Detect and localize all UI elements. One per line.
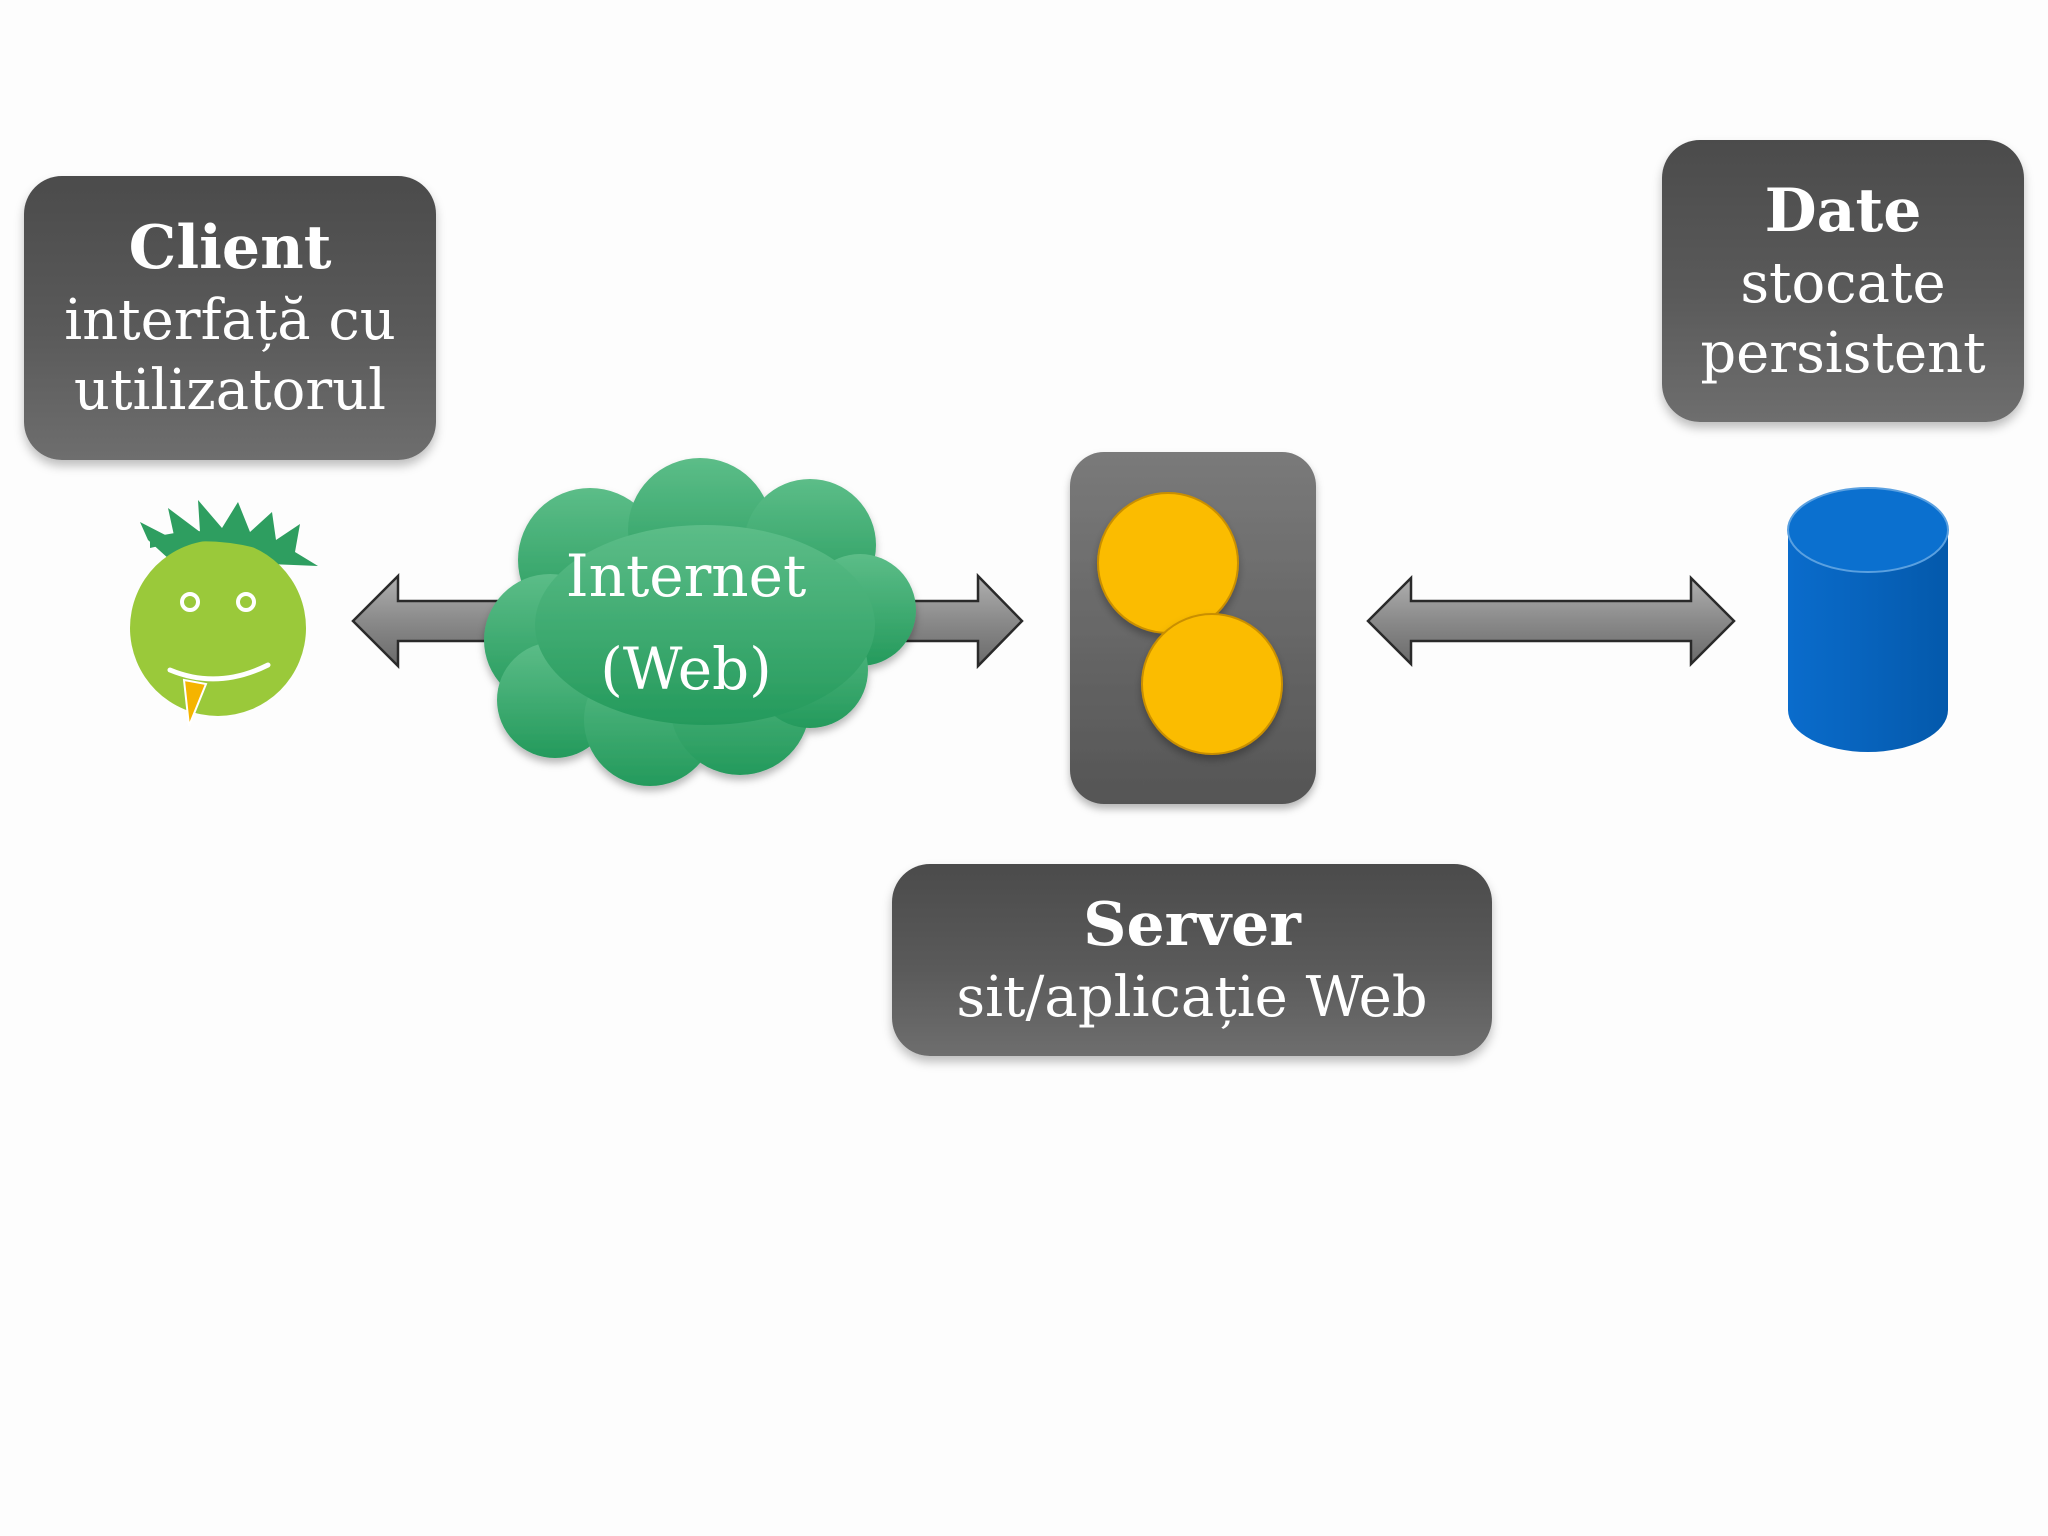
data-store-label-box: Date stocate persistent bbox=[1662, 140, 2024, 422]
server-icon bbox=[1070, 452, 1316, 804]
client-title: Client bbox=[128, 212, 332, 283]
internet-line2: (Web) bbox=[600, 634, 772, 703]
server-database-arrow bbox=[1366, 574, 1736, 668]
server-title: Server bbox=[1083, 889, 1301, 960]
server-line1: sit/aplicație Web bbox=[956, 964, 1428, 1030]
client-label-box: Client interfață cu utilizatorul bbox=[24, 176, 436, 460]
data-store-line1: stocate bbox=[1740, 250, 1946, 316]
data-store-line2: persistent bbox=[1700, 320, 1986, 386]
client-line2: utilizatorul bbox=[73, 357, 387, 423]
server-label-box: Server sit/aplicație Web bbox=[892, 864, 1492, 1056]
internet-line1: Internet bbox=[565, 542, 807, 610]
database-cylinder-icon bbox=[1787, 487, 1949, 752]
smiley-face-icon bbox=[130, 500, 318, 727]
cloud-icon bbox=[484, 458, 916, 786]
data-store-title: Date bbox=[1764, 175, 1922, 246]
internet-label: Internet (Web) bbox=[512, 530, 860, 716]
client-line1: interfață cu bbox=[64, 287, 396, 353]
